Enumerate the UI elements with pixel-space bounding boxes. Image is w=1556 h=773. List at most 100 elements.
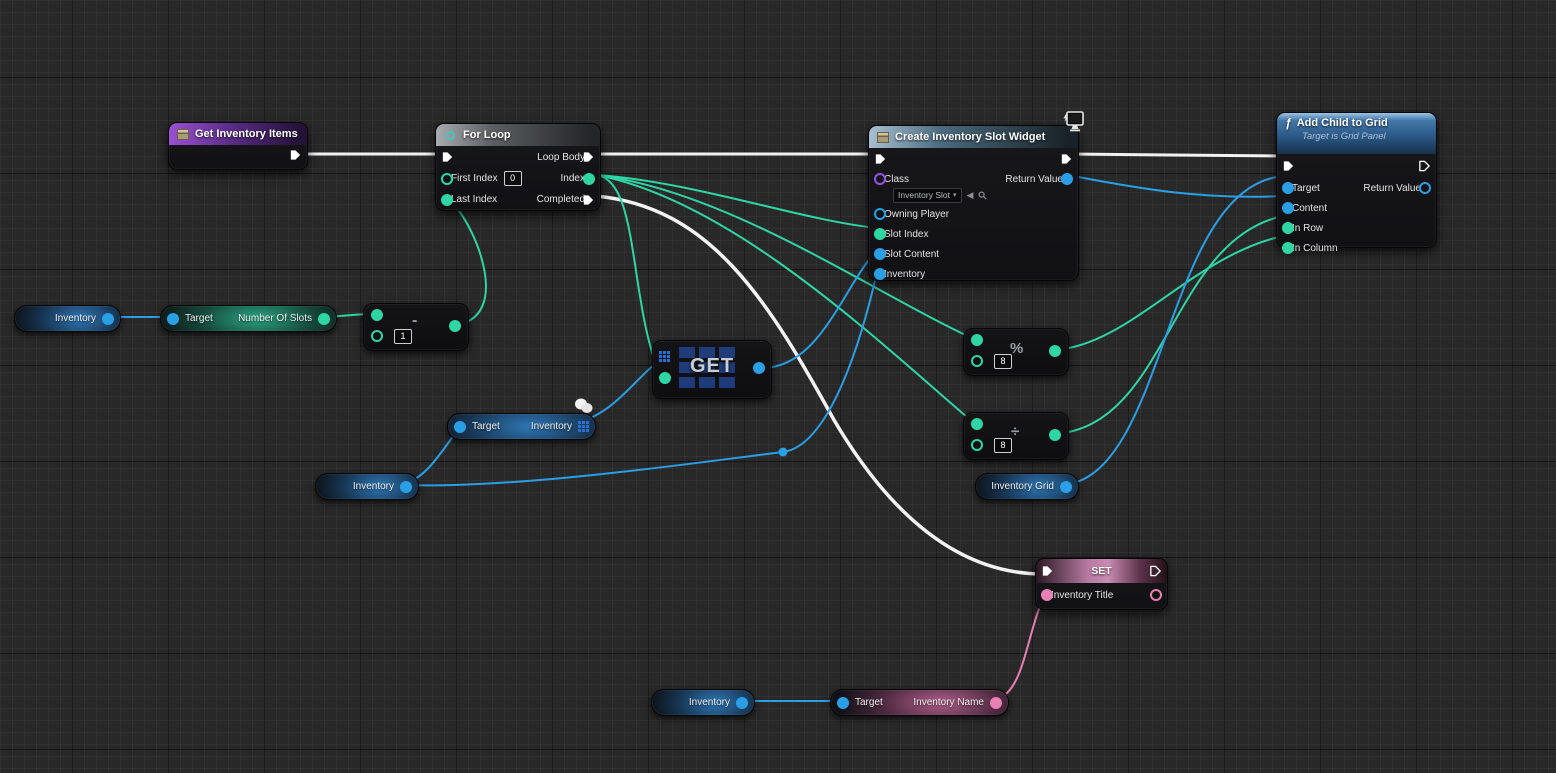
output-pin[interactable]: [1049, 345, 1061, 357]
slot-content-pin[interactable]: [874, 248, 886, 260]
node-subtitle: Target is Grid Panel: [1302, 131, 1386, 142]
return-value-pin[interactable]: [1061, 173, 1073, 185]
exec-out-pin[interactable]: [1149, 565, 1162, 578]
var-inventory-bottom[interactable]: Inventory: [651, 689, 755, 716]
target-label: Target: [1292, 182, 1320, 194]
target-label: Target: [855, 697, 883, 708]
output-pin[interactable]: [400, 480, 412, 493]
target-pin[interactable]: [454, 420, 466, 433]
owning-player-pin[interactable]: [874, 208, 886, 220]
in-row-label: In Row: [1292, 222, 1324, 234]
var-label: Inventory: [54, 313, 96, 324]
loop-body-label: Loop Body: [537, 151, 585, 163]
first-index-pin[interactable]: [441, 172, 453, 185]
node-inventory-getter[interactable]: Target Inventory: [447, 413, 596, 440]
exec-out-pin[interactable]: [1418, 160, 1431, 173]
output-pin[interactable]: [990, 696, 1002, 709]
node-number-of-slots[interactable]: Target Number Of Slots: [160, 305, 337, 332]
inventory-label: Inventory: [884, 268, 926, 280]
node-get-inventory-items[interactable]: Get Inventory Items: [168, 122, 308, 170]
index-label: Index: [560, 173, 585, 184]
input-b-pin[interactable]: [971, 355, 983, 367]
index-pin[interactable]: [583, 172, 595, 185]
node-modulo[interactable]: 8 %: [963, 328, 1069, 376]
node-array-get[interactable]: GET: [652, 340, 772, 399]
completed-label: Completed: [536, 194, 585, 205]
node-set-inventory-title[interactable]: SET Inventory Title: [1035, 558, 1168, 610]
node-title: Add Child to Grid: [1296, 117, 1388, 129]
exec-in-pin[interactable]: [441, 151, 454, 164]
exec-in-pin[interactable]: [874, 153, 887, 166]
class-dropdown-value: Inventory Slot: [898, 190, 950, 200]
index-in-pin[interactable]: [659, 372, 671, 384]
loop-body-exec-out-pin[interactable]: [582, 151, 595, 164]
content-label: Content: [1292, 202, 1328, 214]
exec-in-pin[interactable]: [1041, 565, 1054, 578]
node-add-child-to-grid[interactable]: ƒ Add Child to Grid Target is Grid Panel…: [1276, 112, 1437, 254]
function-icon: ƒ: [1285, 116, 1292, 130]
in-column-pin[interactable]: [1282, 242, 1294, 254]
node-create-inventory-slot-widget[interactable]: Create Inventory Slot Widget Class Retur…: [868, 125, 1079, 281]
set-title: SET: [1091, 565, 1112, 577]
node-title: Get Inventory Items: [195, 128, 298, 140]
input-b-pin[interactable]: [371, 330, 383, 342]
output-pin[interactable]: [1049, 429, 1061, 441]
input-a-pin[interactable]: [971, 334, 983, 346]
input-b-value[interactable]: 1: [394, 329, 412, 344]
node-inventory-name-getter[interactable]: Target Inventory Name: [830, 689, 1009, 716]
slot-index-label: Slot Index: [884, 228, 929, 240]
node-title: For Loop: [463, 129, 511, 141]
modulo-operator: %: [1010, 340, 1024, 357]
browse-icon[interactable]: [978, 190, 987, 200]
content-pin[interactable]: [1282, 202, 1294, 214]
input-b-pin[interactable]: [971, 439, 983, 451]
output-pin[interactable]: [1060, 480, 1072, 493]
loop-icon: [446, 130, 455, 140]
first-index-value[interactable]: 0: [503, 171, 522, 186]
slot-index-pin[interactable]: [874, 228, 886, 240]
return-value-pin[interactable]: [1419, 182, 1431, 194]
output-pin[interactable]: [753, 362, 765, 374]
in-row-pin[interactable]: [1282, 222, 1294, 234]
node-subtract[interactable]: 1 -: [363, 303, 469, 351]
class-dropdown[interactable]: Inventory Slot ▾: [893, 187, 962, 203]
output-pin[interactable]: [102, 312, 114, 325]
output-pin[interactable]: [736, 696, 748, 709]
exec-out-pin[interactable]: [289, 149, 302, 162]
getter-label: Inventory: [530, 421, 572, 432]
node-for-loop[interactable]: For Loop Loop Body First Index 0 Index L…: [435, 123, 601, 211]
inventory-pin[interactable]: [874, 268, 886, 280]
monitor-icon: [1063, 111, 1084, 132]
var-label: Inventory: [688, 697, 730, 708]
target-pin[interactable]: [837, 696, 849, 709]
inventory-title-pin[interactable]: [1041, 589, 1053, 601]
target-label: Target: [472, 421, 500, 432]
exec-out-pin[interactable]: [1060, 153, 1073, 166]
exec-in-pin[interactable]: [1282, 160, 1295, 173]
input-b-value[interactable]: 8: [994, 438, 1012, 453]
node-divide[interactable]: 8 ÷: [963, 412, 1069, 460]
owning-player-label: Owning Player: [884, 208, 950, 220]
output-pin[interactable]: [318, 312, 330, 325]
getter-label: Number Of Slots: [238, 313, 312, 324]
node-title: Create Inventory Slot Widget: [895, 131, 1046, 143]
var-inventory-top[interactable]: Inventory: [14, 305, 121, 332]
input-a-pin[interactable]: [371, 309, 383, 321]
use-selected-icon[interactable]: ◀: [966, 189, 974, 200]
getter-label: Inventory Name: [913, 697, 984, 708]
output-pin[interactable]: [1150, 589, 1162, 601]
target-pin[interactable]: [167, 312, 179, 325]
var-inventory-grid[interactable]: Inventory Grid: [975, 473, 1079, 500]
var-inventory-mid[interactable]: Inventory: [315, 473, 419, 500]
array-in-pin[interactable]: [659, 349, 670, 367]
output-pin[interactable]: [449, 320, 461, 332]
target-pin[interactable]: [1282, 182, 1294, 194]
class-pin[interactable]: [874, 173, 886, 185]
var-label: Inventory Grid: [991, 481, 1054, 492]
last-index-pin[interactable]: [441, 193, 453, 206]
return-value-label: Return Value: [1005, 173, 1063, 185]
array-output-pin[interactable]: [578, 421, 589, 432]
input-a-pin[interactable]: [971, 418, 983, 430]
completed-exec-out-pin[interactable]: [582, 193, 595, 206]
